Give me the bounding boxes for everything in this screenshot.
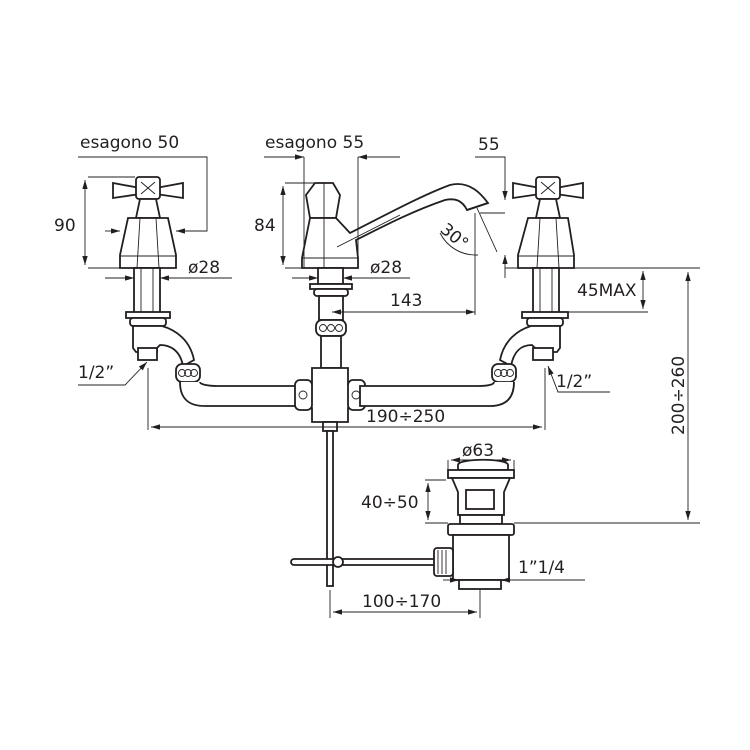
popup-waste (290, 430, 515, 590)
dimension-labels: esagono 50 esagono 55 55 90 84 ø28 ø28 3… (54, 133, 689, 612)
label-spout-width: 55 (478, 135, 500, 155)
label-left-thread: 1/2” (78, 363, 114, 383)
left-tap (112, 176, 301, 407)
dimension-lines (78, 154, 700, 618)
label-rod-distance: 100÷170 (362, 592, 441, 612)
label-spout-angle: 30° (436, 220, 472, 255)
label-right-thread: 1/2” (556, 372, 592, 392)
label-left-hex: esagono 50 (80, 133, 179, 153)
label-center-hex: esagono 55 (265, 133, 364, 153)
right-tap (359, 176, 584, 407)
label-center-diameter: ø28 (370, 258, 402, 278)
label-left-height: 90 (54, 216, 76, 236)
label-center-height: 84 (254, 216, 276, 236)
label-spout-reach: 143 (390, 291, 422, 311)
label-waste-height: 40÷50 (361, 493, 419, 513)
label-waste-thread: 1”1/4 (518, 558, 565, 578)
label-total-height: 200÷260 (669, 356, 689, 435)
label-left-diameter: ø28 (188, 258, 220, 278)
label-center-spacing: 190÷250 (366, 407, 445, 427)
label-waste-diameter: ø63 (462, 441, 494, 461)
label-max-thickness: 45MAX (577, 281, 637, 301)
